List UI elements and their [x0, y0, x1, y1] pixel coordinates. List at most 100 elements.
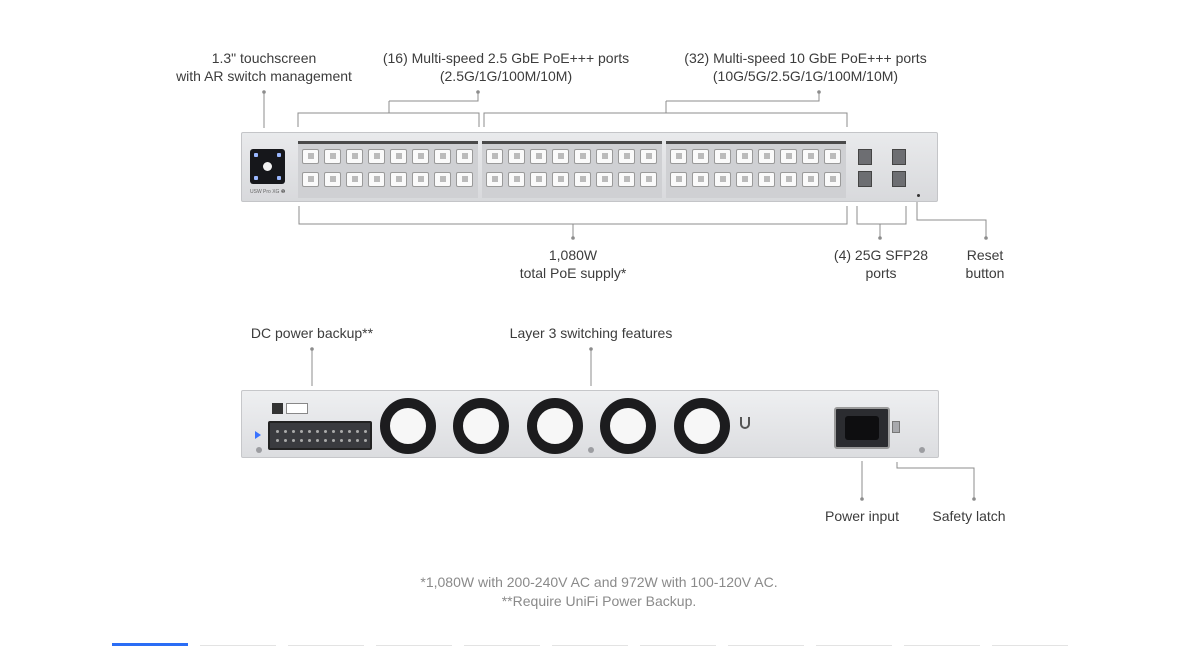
tab-indicator[interactable] [904, 645, 980, 646]
rj45-port [434, 172, 451, 187]
rj45-port [618, 149, 635, 164]
poe-supply-callout: 1,080W total PoE supply* [493, 246, 653, 282]
tab-indicator[interactable] [992, 645, 1068, 646]
rj45-port [618, 172, 635, 187]
rj45-port [574, 172, 591, 187]
rj45-port [780, 172, 797, 187]
touchscreen-icon [250, 149, 285, 184]
rj45-port [714, 172, 731, 187]
tab-indicator[interactable] [728, 645, 804, 646]
rj45-port [802, 172, 819, 187]
rj45-port [324, 172, 341, 187]
switch-rear-panel [241, 390, 939, 458]
layer3-callout: Layer 3 switching features [509, 325, 673, 341]
fan-icon [453, 398, 509, 454]
port-block [298, 141, 478, 198]
rj45-port [758, 172, 775, 187]
safety-latch-callout: Safety latch [932, 508, 1006, 524]
dc-backup-callout: DC power backup** [250, 325, 374, 341]
fan-icon [380, 398, 436, 454]
port-block [666, 141, 846, 198]
touchscreen-callout: 1.3" touchscreen with AR switch manageme… [163, 49, 365, 85]
callout-line-1: 1,080W [548, 247, 598, 263]
rj45-port [824, 172, 841, 187]
rj45-port [456, 149, 473, 164]
callout-line-2: total PoE supply* [519, 265, 627, 281]
sfp28-port [892, 171, 906, 187]
tab-indicator[interactable] [112, 643, 188, 646]
tab-indicator[interactable] [376, 645, 452, 646]
rj45-port [692, 149, 709, 164]
callout-line-1: (4) 25G SFP28 [833, 247, 929, 263]
tab-indicator[interactable] [640, 645, 716, 646]
screw [919, 447, 925, 453]
tab-indicator[interactable] [464, 645, 540, 646]
rj45-port [552, 172, 569, 187]
rj45-port [574, 149, 591, 164]
rj45-port [802, 149, 819, 164]
rj45-port [714, 149, 731, 164]
rj45-port [670, 172, 687, 187]
qr-code [272, 403, 283, 414]
tab-indicator[interactable] [816, 645, 892, 646]
rj45-port [412, 149, 429, 164]
sfp28-callout: (4) 25G SFP28 ports [822, 246, 940, 282]
switch-front-panel: USW Pro XG ❶ [241, 132, 938, 202]
port-block [482, 141, 662, 198]
tab-indicator[interactable] [288, 645, 364, 646]
callout-line-2: (2.5G/1G/100M/10M) [439, 68, 573, 84]
rj45-port [736, 172, 753, 187]
safety-latch [892, 421, 900, 433]
rj45-port [486, 149, 503, 164]
power-input-callout: Power input [825, 508, 899, 524]
rj45-port [412, 172, 429, 187]
sfp28-port [892, 149, 906, 165]
footnote-2: **Require UniFi Power Backup. [501, 593, 697, 609]
rj45-port [824, 149, 841, 164]
callout-line-1: Reset [966, 247, 1004, 263]
rj45-port [486, 172, 503, 187]
power-connector-icon [834, 407, 890, 449]
rj45-port [670, 149, 687, 164]
tab-indicator[interactable] [200, 645, 276, 646]
rj45-port [736, 149, 753, 164]
rj45-port [780, 149, 797, 164]
callout-line-1: (32) Multi-speed 10 GbE PoE+++ ports [684, 50, 927, 66]
locator-led [255, 431, 261, 439]
ports-10g-callout: (32) Multi-speed 10 GbE PoE+++ ports (10… [663, 49, 948, 85]
rj45-port [368, 172, 385, 187]
rj45-port [346, 149, 363, 164]
callout-line-2: with AR switch management [176, 68, 352, 84]
fan-icon [674, 398, 730, 454]
rj45-port [596, 149, 613, 164]
rj45-port [302, 149, 319, 164]
rj45-port [552, 149, 569, 164]
fan-icon [600, 398, 656, 454]
tab-strip [112, 643, 1072, 647]
screw [588, 447, 594, 453]
tab-indicator[interactable] [552, 645, 628, 646]
rj45-port [692, 172, 709, 187]
ports-2-5g-callout: (16) Multi-speed 2.5 GbE PoE+++ ports (2… [366, 49, 646, 85]
rj45-port [508, 172, 525, 187]
reset-button [917, 194, 920, 197]
rj45-port [508, 149, 525, 164]
rj45-port [346, 172, 363, 187]
callout-line-2: button [965, 265, 1005, 281]
serial-sticker [286, 403, 308, 414]
screw [256, 447, 262, 453]
rj45-port [640, 172, 657, 187]
rj45-port [530, 149, 547, 164]
reset-callout: Reset button [950, 246, 1020, 282]
callout-line-1: (16) Multi-speed 2.5 GbE PoE+++ ports [382, 50, 630, 66]
sfp28-port [858, 171, 872, 187]
model-label: USW Pro XG ❶ [250, 189, 286, 195]
callout-line-2: ports [865, 265, 897, 281]
callout-line-2: (10G/5G/2.5G/1G/100M/10M) [712, 68, 899, 84]
rj45-port [390, 149, 407, 164]
fan-icon [527, 398, 583, 454]
rj45-port [530, 172, 547, 187]
rj45-port [324, 149, 341, 164]
rj45-port [302, 172, 319, 187]
sfp28-port [858, 149, 872, 165]
